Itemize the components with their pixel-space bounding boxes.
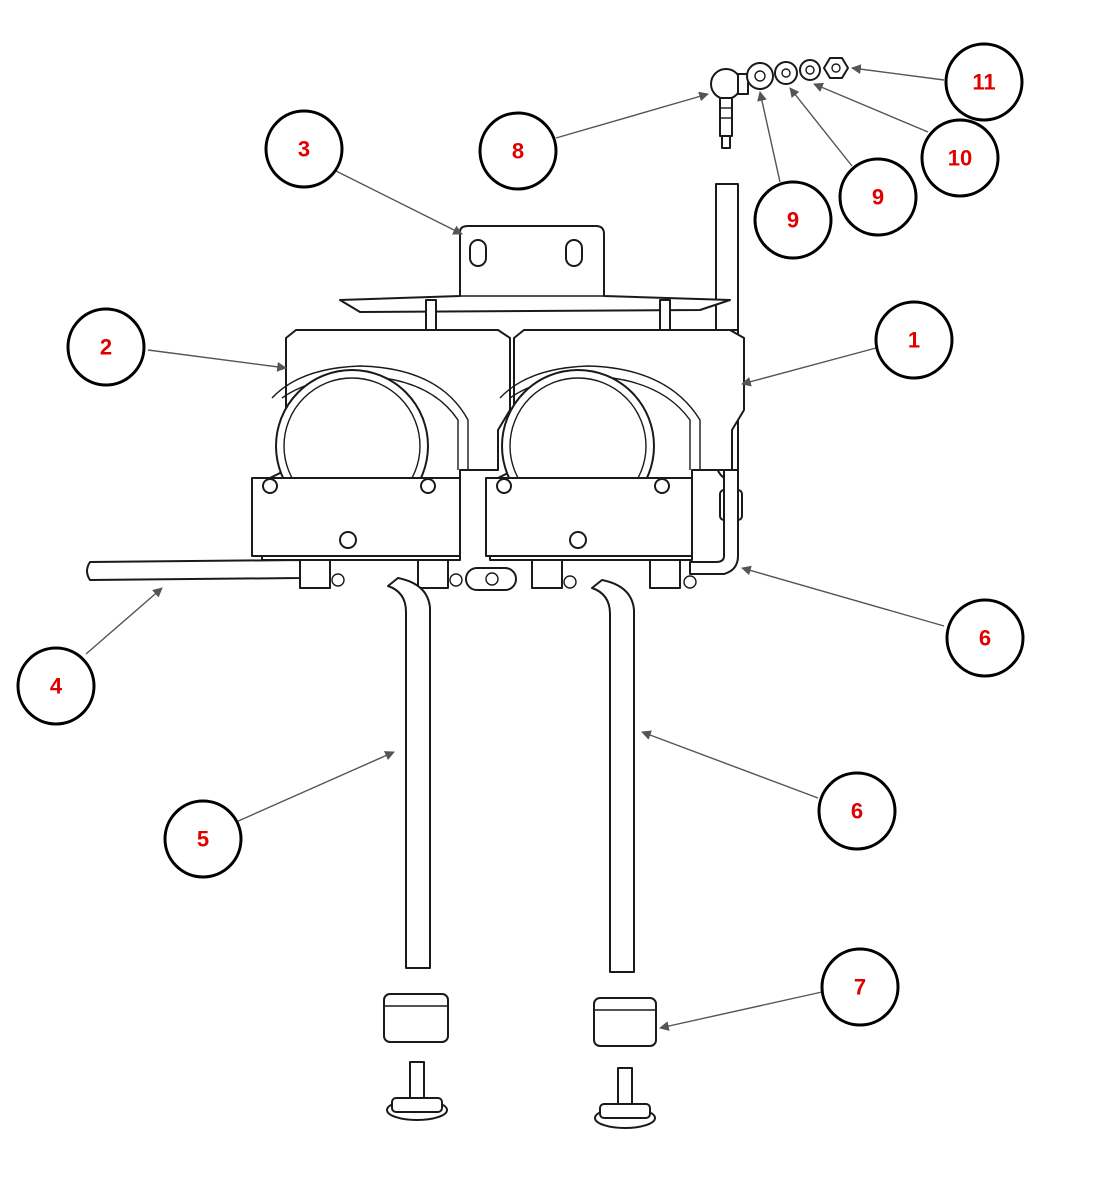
leader-6-top <box>741 565 945 627</box>
callout-4: 4 <box>16 646 96 726</box>
foot-right <box>594 1067 656 1129</box>
callout-3-label: 3 <box>298 137 310 162</box>
callout-11: 11 <box>944 42 1024 122</box>
callout-11-label: 11 <box>972 70 995 95</box>
leader-10 <box>813 82 929 133</box>
left-pump <box>251 329 511 589</box>
weight-right <box>593 997 657 1047</box>
tube-right-long <box>591 579 635 973</box>
washer-small <box>799 59 821 81</box>
leader-4 <box>85 587 163 655</box>
callout-6-top-label: 6 <box>979 626 991 651</box>
callout-6-top: 6 <box>945 598 1025 678</box>
foot-left <box>386 1061 448 1121</box>
callout-2: 2 <box>66 307 146 387</box>
center-coupling <box>465 567 517 591</box>
callout-3: 3 <box>264 109 344 189</box>
callout-8: 8 <box>478 111 558 191</box>
leader-9-right <box>789 87 853 167</box>
callout-6-bottom-label: 6 <box>851 799 863 824</box>
leader-lines <box>85 64 945 1031</box>
leader-2 <box>147 349 287 372</box>
callout-9-left: 9 <box>753 180 833 260</box>
callout-1-label: 1 <box>908 328 920 353</box>
callout-2-label: 2 <box>100 335 112 360</box>
return-tube-right <box>689 469 739 575</box>
hex-nut <box>823 57 849 79</box>
callout-1: 1 <box>874 300 954 380</box>
leader-8 <box>555 91 709 139</box>
weight-left <box>383 993 449 1043</box>
callout-7: 7 <box>820 947 900 1027</box>
callout-9-right: 9 <box>838 157 918 237</box>
callout-9-right-label: 9 <box>872 185 884 210</box>
horizontal-tube <box>86 559 301 581</box>
leader-6-bottom <box>641 730 819 799</box>
leader-7 <box>659 991 823 1031</box>
tube-left-long <box>387 577 431 969</box>
leader-3 <box>329 167 463 235</box>
elbow-fitting <box>710 68 749 149</box>
callout-6-bottom: 6 <box>817 771 897 851</box>
leader-5 <box>235 751 395 823</box>
callouts: 1 2 3 4 5 6 6 7 <box>16 42 1025 1027</box>
leader-1 <box>741 347 877 387</box>
callout-5-label: 5 <box>197 827 209 852</box>
callout-10: 10 <box>920 118 1000 198</box>
washer-large <box>746 62 774 90</box>
callout-8-label: 8 <box>512 139 524 164</box>
callout-5: 5 <box>163 799 243 879</box>
callout-9-left-label: 9 <box>787 208 799 233</box>
callout-10-label: 10 <box>948 146 972 171</box>
mounting-bracket <box>339 225 731 335</box>
right-pump <box>485 329 745 589</box>
callout-7-label: 7 <box>854 975 866 1000</box>
callout-4-label: 4 <box>50 674 63 699</box>
leader-9-left <box>757 91 781 183</box>
leader-11 <box>851 64 945 81</box>
washer-medium <box>774 61 798 85</box>
